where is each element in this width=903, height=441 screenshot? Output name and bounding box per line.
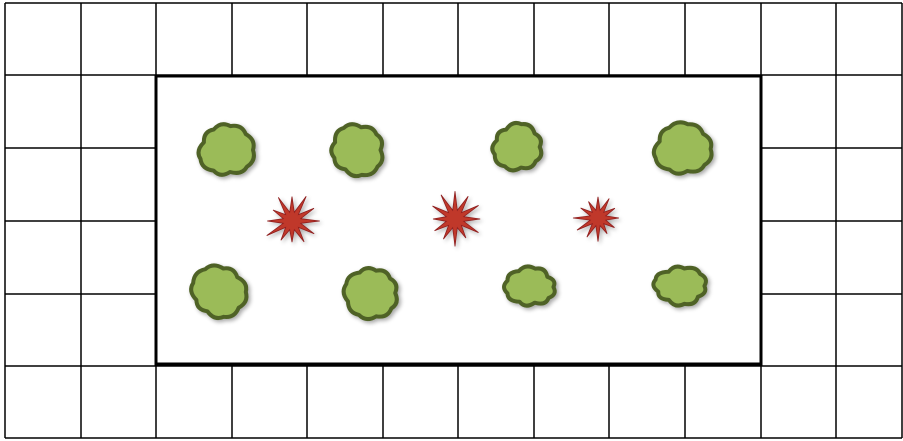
shrub-icon [492,123,541,170]
shrub-icon [653,267,706,306]
shrub-icon [198,124,253,175]
shrub-icon [331,124,382,176]
shrub-icon [504,266,555,305]
shrub-icon [344,268,397,319]
shrub-icon [654,122,712,173]
